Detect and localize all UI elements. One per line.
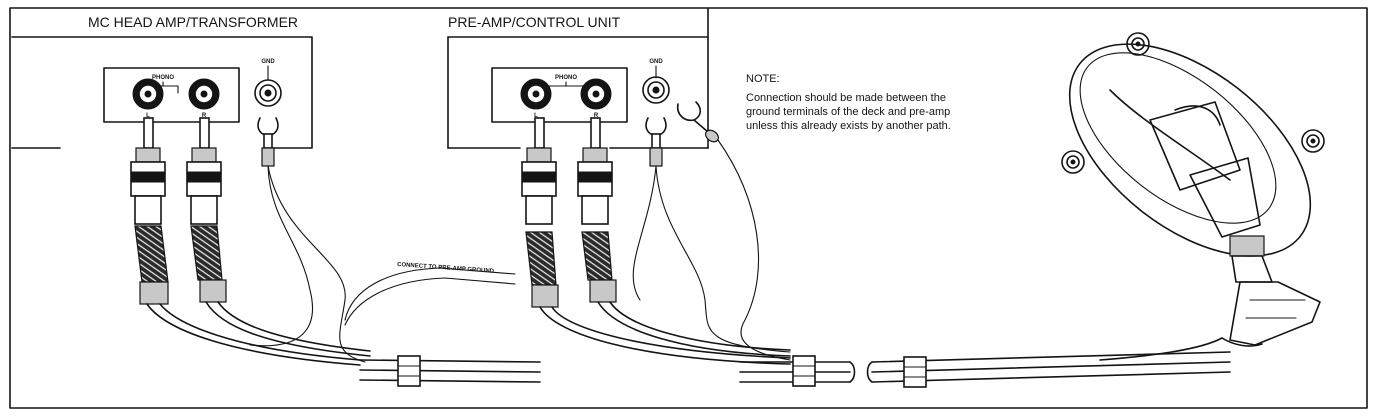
preamp-phono-label: PHONO <box>555 75 577 81</box>
head-amp-r-plug <box>186 117 371 357</box>
preamp-ground-lugs <box>632 101 791 361</box>
screw-icon <box>1061 150 1085 174</box>
screw-icon <box>1301 129 1325 153</box>
note-block: NOTE: Connection should be made between … <box>746 73 951 132</box>
head-amp-l-plug <box>130 117 361 366</box>
preamp-bundle <box>739 355 856 387</box>
head-amp-ground-lug <box>249 117 366 363</box>
head-amp-gnd-terminal <box>254 79 282 107</box>
preamp-panel: PRE-AMP/CONTROL UNIT PHONO L R GND <box>447 14 709 149</box>
preamp-r-plug <box>577 117 791 357</box>
note-line-2: ground terminals of the deck and pre-amp <box>746 106 950 118</box>
note-heading: NOTE: <box>746 73 780 85</box>
diagram-frame <box>9 7 1368 409</box>
tonearm-base <box>1068 43 1321 347</box>
preamp-left-label: L <box>534 113 538 119</box>
preamp-gnd-label: GND <box>649 59 663 65</box>
connect-ground-lead: CONNECT TO PRE-AMP GROUND <box>344 262 516 326</box>
preamp-title: PRE-AMP/CONTROL UNIT <box>448 14 621 30</box>
head-amp-title: MC HEAD AMP/TRANSFORMER <box>88 14 298 30</box>
note-line-3: unless this already exists by another pa… <box>746 120 951 132</box>
note-line-1: Connection should be made between the <box>746 92 946 104</box>
preamp-gnd-terminal <box>642 76 670 104</box>
head-amp-right-label: R <box>202 113 207 119</box>
preamp-right-label: R <box>594 113 599 119</box>
head-amp-phono-l-jack <box>132 78 164 110</box>
head-amp-phono-r-jack <box>188 78 220 110</box>
head-amp-bundle <box>359 355 541 387</box>
deck-mount-screws <box>1061 32 1325 174</box>
head-amp-phono-label: PHONO <box>152 75 174 81</box>
connect-ground-label: CONNECT TO PRE-AMP GROUND <box>397 262 495 275</box>
head-amp-panel: MC HEAD AMP/TRANSFORMER PHONO L R GND <box>11 14 313 149</box>
preamp-phono-r-jack <box>580 78 612 110</box>
deck-cable <box>866 337 1231 388</box>
preamp-phono-l-jack <box>520 78 552 110</box>
head-amp-left-label: L <box>146 113 150 119</box>
head-amp-gnd-label: GND <box>261 59 275 65</box>
preamp-l-plug <box>521 117 791 365</box>
